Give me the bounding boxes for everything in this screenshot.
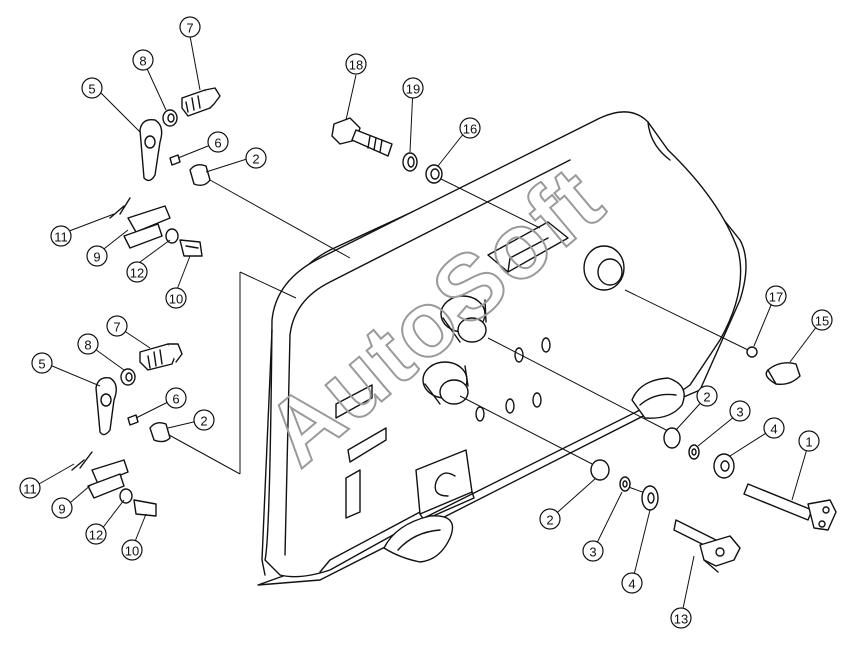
callout-2-bottom: 2 (539, 508, 561, 530)
svg-text:7: 7 (186, 21, 193, 36)
callout-6-low: 6 (165, 387, 187, 409)
mid-fastener-group (331, 117, 443, 184)
callout-10-top: 10 (165, 287, 187, 309)
callout-5-low: 5 (31, 352, 53, 374)
callout-7-low: 7 (106, 315, 128, 337)
svg-text:8: 8 (139, 54, 146, 69)
svg-text:11: 11 (23, 482, 37, 497)
housing-bosses (335, 221, 685, 563)
housing (257, 111, 747, 586)
callout-4-bottom: 4 (621, 572, 643, 594)
callout-16: 16 (459, 117, 481, 139)
svg-text:10: 10 (125, 544, 139, 559)
callout-11-top: 11 (50, 225, 72, 247)
svg-text:7: 7 (113, 320, 120, 335)
svg-text:2: 2 (252, 152, 259, 167)
callout-2-low: 2 (193, 409, 215, 431)
callout-4-right: 4 (763, 417, 785, 439)
svg-text:2: 2 (546, 513, 553, 528)
callout-17: 17 (765, 285, 787, 307)
callout-1: 1 (798, 430, 820, 452)
svg-text:16: 16 (463, 122, 477, 137)
callout-15: 15 (811, 309, 833, 331)
callout-9-low: 9 (51, 497, 73, 519)
svg-text:2: 2 (703, 390, 710, 405)
svg-text:12: 12 (130, 266, 144, 281)
callout-5-top: 5 (81, 77, 103, 99)
svg-text:6: 6 (172, 392, 179, 407)
callout-2-top: 2 (245, 147, 267, 169)
svg-text:9: 9 (58, 502, 65, 517)
svg-text:13: 13 (674, 612, 688, 627)
svg-text:1: 1 (805, 435, 812, 450)
callout-2-right: 2 (696, 385, 718, 407)
callouts: 7 8 5 6 2 11 9 12 10 18 19 16 7 8 5 6 2 … (19, 16, 833, 629)
callout-8-low: 8 (77, 333, 99, 355)
svg-text:12: 12 (89, 528, 103, 543)
svg-text:18: 18 (349, 58, 363, 73)
callout-19: 19 (402, 77, 424, 99)
svg-text:4: 4 (628, 577, 635, 592)
svg-text:8: 8 (84, 338, 91, 353)
callout-12-low: 12 (85, 523, 107, 545)
svg-text:15: 15 (815, 314, 829, 329)
right-parts-group (590, 346, 837, 573)
svg-text:4: 4 (770, 422, 777, 437)
callout-12-top: 12 (126, 261, 148, 283)
svg-text:10: 10 (169, 292, 183, 307)
svg-text:6: 6 (214, 136, 221, 151)
callout-13: 13 (670, 607, 692, 629)
callout-3-right: 3 (729, 400, 751, 422)
callout-10-low: 10 (121, 539, 143, 561)
svg-text:11: 11 (54, 230, 68, 245)
lower-fastener-group (71, 343, 183, 517)
callout-3-bottom: 3 (582, 540, 604, 562)
svg-text:9: 9 (93, 250, 100, 265)
svg-text:3: 3 (736, 405, 743, 420)
svg-text:5: 5 (38, 357, 45, 372)
top-fastener-group (109, 87, 221, 257)
svg-text:19: 19 (406, 82, 420, 97)
svg-text:3: 3 (589, 545, 596, 560)
svg-text:2: 2 (200, 414, 207, 429)
callout-7-top: 7 (179, 16, 201, 38)
callout-8-top: 8 (132, 49, 154, 71)
svg-text:5: 5 (88, 82, 95, 97)
callout-18: 18 (345, 53, 367, 75)
callout-6-top: 6 (207, 131, 229, 153)
callout-11-low: 11 (19, 477, 41, 499)
callout-9-top: 9 (86, 245, 108, 267)
svg-text:17: 17 (769, 290, 783, 305)
